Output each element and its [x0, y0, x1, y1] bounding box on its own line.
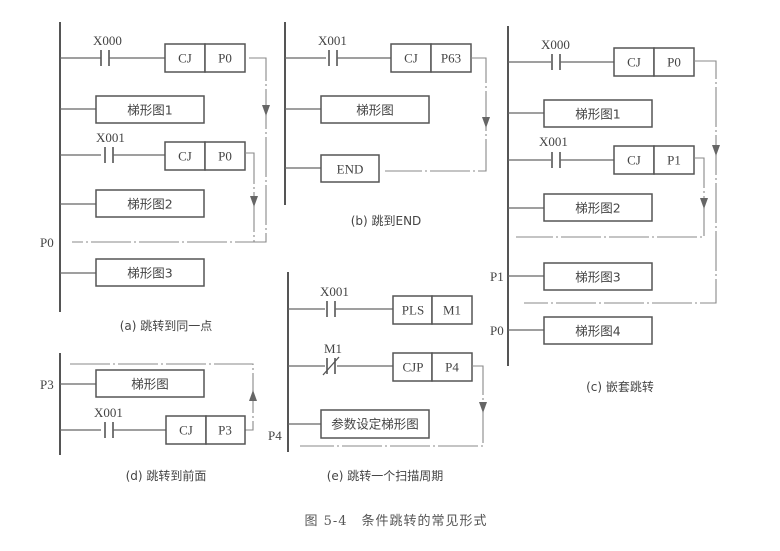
ladder-block: [543, 316, 653, 345]
instruction-text: CJ: [178, 149, 192, 164]
ladder-block: [320, 409, 430, 439]
down-arrow-icon: [262, 105, 270, 116]
operand-box: [431, 295, 473, 325]
contact-label: X001: [96, 130, 125, 145]
block-text: 梯形图2: [575, 201, 620, 216]
jump-path: [524, 60, 717, 304]
normally-open-contact-icon: [104, 146, 114, 164]
ladder-block: [320, 95, 430, 124]
instruction-text: CJP: [403, 360, 424, 375]
panel-d: P3 梯形图 X001 CJ P3 (d) 跳转到前面: [40, 353, 257, 483]
panel-b: X001 CJ P63 梯形图 END (b) 跳到END: [284, 22, 490, 228]
panel-c: X000 CJ P0 梯形图1 X001 CJ P1 梯形图2 P1 梯形图3 …: [490, 26, 720, 394]
block-text: 梯形图3: [575, 270, 620, 285]
normally-open-contact-icon: [326, 300, 336, 318]
operand-text: M1: [443, 303, 461, 318]
instruction-text: CJ: [627, 153, 641, 168]
contact-label: X001: [320, 284, 349, 299]
contact-label: X000: [93, 33, 122, 48]
ladder-block: [95, 369, 205, 398]
ladder-block: [95, 189, 205, 218]
block-text: 梯形图1: [575, 107, 620, 122]
up-arrow-icon: [249, 390, 257, 401]
down-arrow-icon: [700, 198, 708, 209]
operand-text: P0: [667, 55, 681, 70]
operand-text: P3: [218, 423, 232, 438]
end-block: [320, 154, 380, 183]
operand-box: [204, 43, 246, 73]
contact-label: X000: [541, 37, 570, 52]
panel-caption: (d) 跳转到前面: [126, 468, 207, 483]
down-arrow-icon: [250, 196, 258, 207]
instruction-box: [164, 43, 206, 73]
operand-text: P1: [667, 153, 681, 168]
pointer-label: P0: [490, 323, 504, 338]
panel-caption: (c) 嵌套跳转: [586, 379, 654, 394]
instruction-box: [613, 145, 655, 175]
down-arrow-icon: [712, 145, 720, 156]
instruction-text: PLS: [402, 303, 424, 318]
jump-path: [72, 57, 267, 243]
instruction-text: CJ: [178, 51, 192, 66]
down-arrow-icon: [482, 117, 490, 128]
operand-text: P4: [445, 360, 459, 375]
ladder-block: [95, 258, 205, 287]
normally-open-contact-icon: [551, 53, 561, 71]
instruction-box: [165, 415, 207, 445]
pointer-label: P4: [268, 428, 282, 443]
panel-e: X001 PLS M1 M1 CJP P4 参数设定梯形图 P4 (e) 跳转一…: [268, 272, 487, 483]
pointer-label: P0: [40, 235, 54, 250]
end-text: END: [337, 162, 364, 177]
operand-box: [431, 352, 473, 382]
ladder-block: [543, 193, 653, 222]
instruction-text: CJ: [404, 51, 418, 66]
block-text: 梯形图: [131, 377, 169, 392]
instruction-box: [164, 141, 206, 171]
jump-path: [385, 57, 487, 172]
instruction-text: CJ: [179, 423, 193, 438]
jump-path: [516, 157, 705, 238]
normally-open-contact-icon: [104, 421, 114, 439]
pointer-label: P1: [490, 269, 504, 284]
block-text: 参数设定梯形图: [331, 417, 419, 432]
block-text: 梯形图1: [127, 103, 172, 118]
operand-text: P63: [441, 51, 461, 66]
figure-caption: 图 5-4 条件跳转的常见形式: [304, 513, 487, 529]
panel-caption: (b) 跳到END: [351, 214, 422, 228]
instruction-text: CJ: [627, 55, 641, 70]
contact-label: M1: [324, 341, 342, 356]
operand-box: [653, 47, 695, 77]
ladder-block: [543, 262, 653, 291]
operand-text: P0: [218, 51, 232, 66]
ladder-block: [95, 95, 205, 124]
panel-caption: (a) 跳转到同一点: [120, 318, 213, 333]
panel-caption: (e) 跳转一个扫描周期: [327, 468, 444, 483]
operand-box: [205, 415, 246, 445]
block-text: 梯形图2: [127, 197, 172, 212]
instruction-box: [392, 295, 433, 325]
operand-text: P0: [218, 149, 232, 164]
contact-label: X001: [539, 134, 568, 149]
ladder-block: [543, 99, 653, 128]
operand-box: [204, 141, 246, 171]
block-text: 梯形图4: [575, 324, 621, 339]
contact-label: X001: [318, 33, 347, 48]
panel-a: X000 CJ P0 梯形图1 X001 CJ P0 梯形图2 P0 梯形图3: [40, 22, 270, 333]
normally-closed-contact-icon: [322, 356, 340, 376]
block-text: 梯形图: [356, 103, 394, 118]
down-arrow-icon: [479, 402, 487, 413]
operand-box: [653, 145, 695, 175]
jump-path: [245, 152, 255, 242]
operand-box: [430, 43, 472, 73]
contact-label: X001: [94, 405, 123, 420]
normally-open-contact-icon: [328, 49, 338, 67]
pointer-label: P3: [40, 377, 54, 392]
block-text: 梯形图3: [127, 266, 172, 281]
normally-open-contact-icon: [551, 151, 561, 169]
normally-open-contact-icon: [100, 49, 110, 67]
